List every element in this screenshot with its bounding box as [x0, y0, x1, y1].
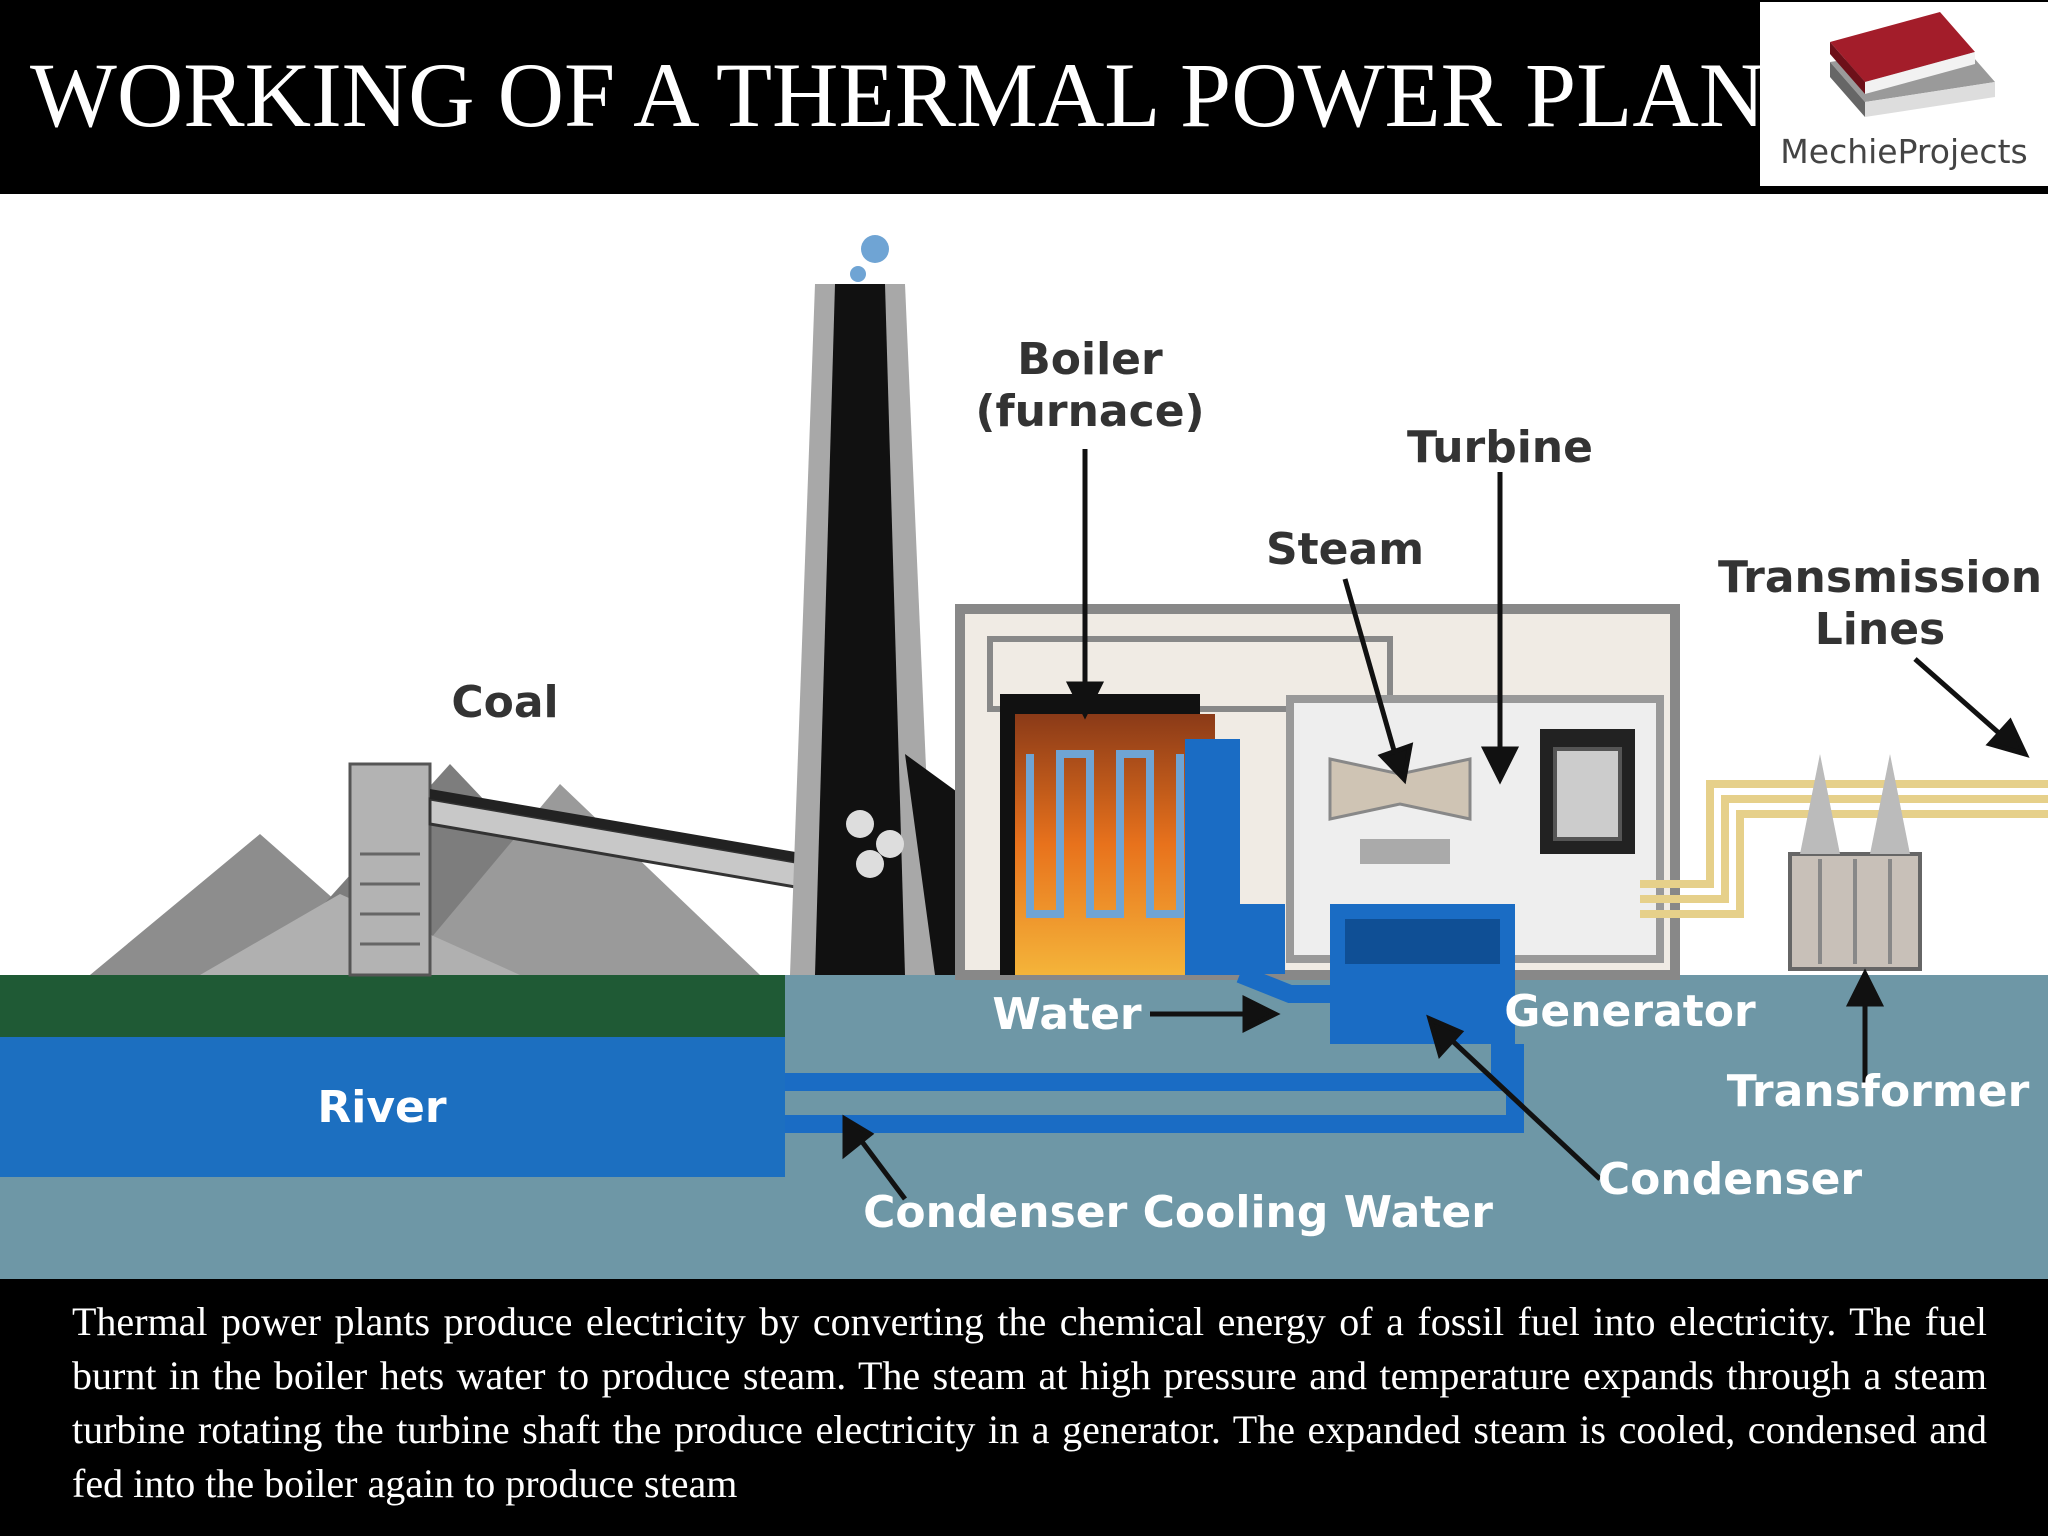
label-boiler: Boiler: [1017, 334, 1163, 385]
label-generator: Generator: [1504, 986, 1756, 1037]
label-transformer: Transformer: [1727, 1066, 2030, 1117]
label-condenser: Condenser: [1598, 1154, 1863, 1205]
river-area: [0, 1037, 785, 1177]
label-coal: Coal: [451, 677, 558, 728]
transformer: [1788, 754, 1922, 971]
cooling-water-pipes: [785, 965, 1524, 1133]
description-panel: Thermal power plants produce electricity…: [0, 1279, 2048, 1536]
logo: MechieProjects: [1760, 2, 2048, 186]
header: WORKING OF A THERMAL POWER PLANT MechieP…: [0, 0, 2048, 194]
label-turbine: Turbine: [1407, 422, 1593, 473]
label-condenser-cooling-water: Condenser Cooling Water: [863, 1187, 1493, 1238]
logo-text: MechieProjects: [1780, 132, 2028, 171]
label-transmission-sub: Lines: [1815, 604, 1945, 655]
label-steam: Steam: [1266, 524, 1424, 575]
book-icon: [1830, 12, 1995, 117]
label-river: River: [317, 1082, 446, 1133]
coal-hopper: [348, 762, 432, 977]
bottom-water: [0, 1177, 2048, 1279]
ground-strip: [0, 975, 785, 1037]
label-transmission: Transmission: [1718, 552, 2042, 603]
label-water: Water: [992, 989, 1142, 1040]
label-arrows: [842, 449, 2030, 1201]
page-title: WORKING OF A THERMAL POWER PLANT: [30, 44, 1822, 146]
description-text: Thermal power plants produce electricity…: [72, 1299, 1987, 1506]
thermal-plant-diagram: Boiler (furnace) Turbine Steam Transmiss…: [0, 194, 2048, 1279]
label-boiler-sub: (furnace): [975, 386, 1204, 437]
